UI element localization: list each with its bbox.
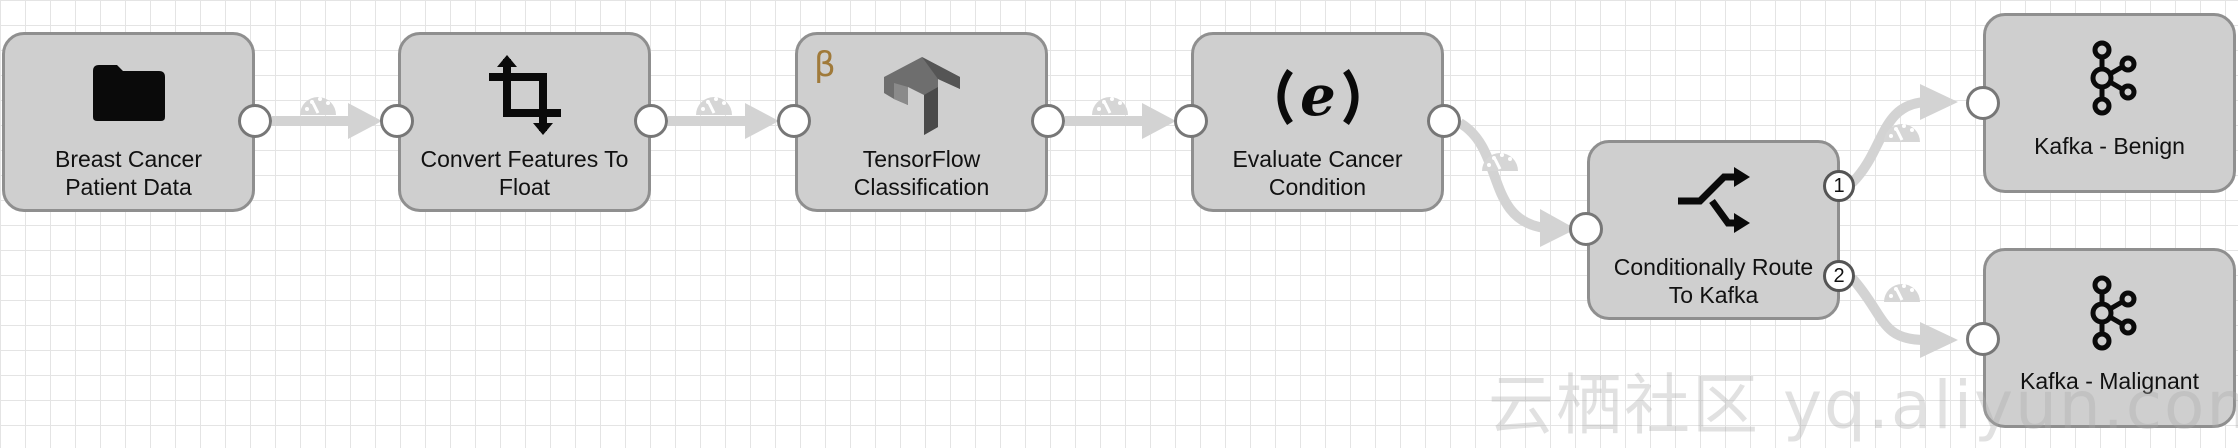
tensorflow-icon — [880, 53, 964, 137]
node-label: TensorFlow — [862, 146, 981, 172]
node-label: Kafka - Malignant — [2020, 368, 2199, 394]
node-label: Patient Data — [65, 174, 192, 200]
node-convert-features-to-float[interactable]: Convert Features To Float — [398, 32, 651, 212]
kafka-icon — [2080, 40, 2140, 116]
edge-route-to-benign[interactable] — [1848, 84, 1958, 187]
throughput-gauge-icon — [1090, 95, 1130, 117]
input-port[interactable] — [1966, 322, 2000, 356]
node-label: To Kafka — [1668, 282, 1759, 308]
throughput-gauge-icon — [1882, 282, 1922, 304]
connectors-layer — [272, 84, 1958, 358]
node-kafka-malignant[interactable]: Kafka - Malignant — [1983, 248, 2236, 428]
input-port[interactable] — [380, 104, 414, 138]
output-port-1[interactable]: 1 — [1823, 170, 1855, 202]
watermark: 云栖社区 yq.aliyun.com — [1488, 367, 2238, 444]
node-conditionally-route-to-kafka[interactable]: Conditionally Route To Kafka — [1587, 140, 1840, 320]
edge-evaluate-to-route[interactable] — [1457, 118, 1576, 247]
node-label: Condition — [1268, 174, 1367, 200]
input-port[interactable] — [1569, 212, 1603, 246]
output-port[interactable] — [238, 104, 272, 138]
edge-breast-to-convert[interactable] — [272, 95, 382, 139]
node-label: Conditionally Route — [1613, 254, 1814, 280]
throughput-gauge-icon — [298, 95, 338, 117]
node-evaluate-cancer-condition[interactable]: e Evaluate Cancer Condition — [1191, 32, 1444, 212]
output-port[interactable] — [1427, 104, 1461, 138]
output-port-2[interactable]: 2 — [1823, 260, 1855, 292]
svg-text:e: e — [1300, 63, 1336, 129]
shuffle-icon — [1676, 167, 1752, 237]
node-breast-cancer-patient-data[interactable]: Breast Cancer Patient Data — [2, 32, 255, 212]
input-port[interactable] — [1174, 104, 1208, 138]
kafka-icon — [2080, 275, 2140, 351]
crop-icon — [485, 55, 565, 135]
node-label: Convert Features To — [420, 146, 629, 172]
edge-tensorflow-to-evaluate[interactable] — [1065, 95, 1176, 139]
node-label: Kafka - Benign — [2034, 133, 2185, 159]
edge-convert-to-tensorflow[interactable] — [668, 95, 779, 139]
node-tensorflow-classification[interactable]: β TensorFlow Classification — [795, 32, 1048, 212]
node-label: Evaluate Cancer — [1232, 146, 1403, 172]
input-port[interactable] — [1966, 86, 2000, 120]
node-label: Classification — [853, 174, 990, 200]
output-port[interactable] — [1031, 104, 1065, 138]
node-kafka-benign[interactable]: Kafka - Benign — [1983, 13, 2236, 193]
folder-icon — [91, 59, 167, 125]
beta-badge: β — [814, 45, 836, 85]
output-port[interactable] — [634, 104, 668, 138]
node-label: Breast Cancer — [54, 146, 202, 172]
node-label: Float — [498, 174, 551, 200]
throughput-gauge-icon — [694, 95, 734, 117]
edge-route-to-malignant[interactable] — [1848, 274, 1958, 358]
expression-icon: e — [1268, 61, 1368, 133]
input-port[interactable] — [777, 104, 811, 138]
